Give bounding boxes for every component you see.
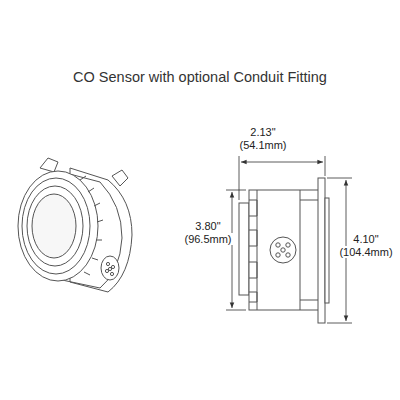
sensor-side-view-part	[276, 243, 280, 247]
dimension-lines-part	[241, 162, 323, 163]
sensor-side-view-part	[239, 203, 249, 295]
sensor-side-view-part	[325, 198, 329, 303]
sensor-iso-view-part	[32, 194, 76, 258]
sensor-side-view-part	[286, 243, 290, 247]
sensor-iso-view-part	[106, 262, 109, 265]
dimension-lines	[226, 156, 352, 323]
sensor-iso-view-part	[27, 186, 83, 266]
sensor-side-view-part	[257, 190, 300, 310]
sensor-iso-view	[18, 158, 132, 292]
sensor-side-view-part	[249, 190, 319, 310]
dimension-label: 3.80"	[193, 220, 222, 232]
dimension-label: (54.1mm)	[237, 139, 288, 151]
sensor-iso-view-part	[110, 272, 113, 275]
sensor-side-view-part	[270, 237, 296, 263]
sensor-side-view	[239, 178, 329, 323]
sensor-side-view-part	[281, 248, 285, 252]
dimension-label: (96.5mm)	[182, 233, 233, 245]
sensor-side-view-part	[300, 200, 318, 300]
sensor-iso-view-part	[112, 170, 128, 186]
dimension-label: (104.4mm)	[337, 246, 394, 258]
sensor-iso-view-part	[22, 178, 90, 274]
sensor-iso-view-part	[101, 256, 119, 280]
dimension-lines-part	[232, 192, 233, 308]
sensor-iso-view-part	[80, 176, 103, 275]
diagram-title: CO Sensor with optional Conduit Fitting	[73, 70, 327, 86]
dimension-label: 4.10"	[351, 233, 380, 245]
dimension-lines-part	[239, 156, 325, 200]
dimension-label: 2.13"	[248, 126, 277, 138]
sensor-side-view-part	[318, 178, 325, 323]
dimension-lines-part	[226, 190, 246, 310]
sensor-iso-view-part	[40, 158, 58, 172]
sensor-iso-view-part	[18, 171, 98, 281]
sensor-side-view-part	[286, 253, 290, 257]
sensor-side-view-part	[249, 200, 257, 302]
sensor-iso-view-part	[108, 267, 111, 270]
sensor-side-view-part	[276, 253, 280, 257]
